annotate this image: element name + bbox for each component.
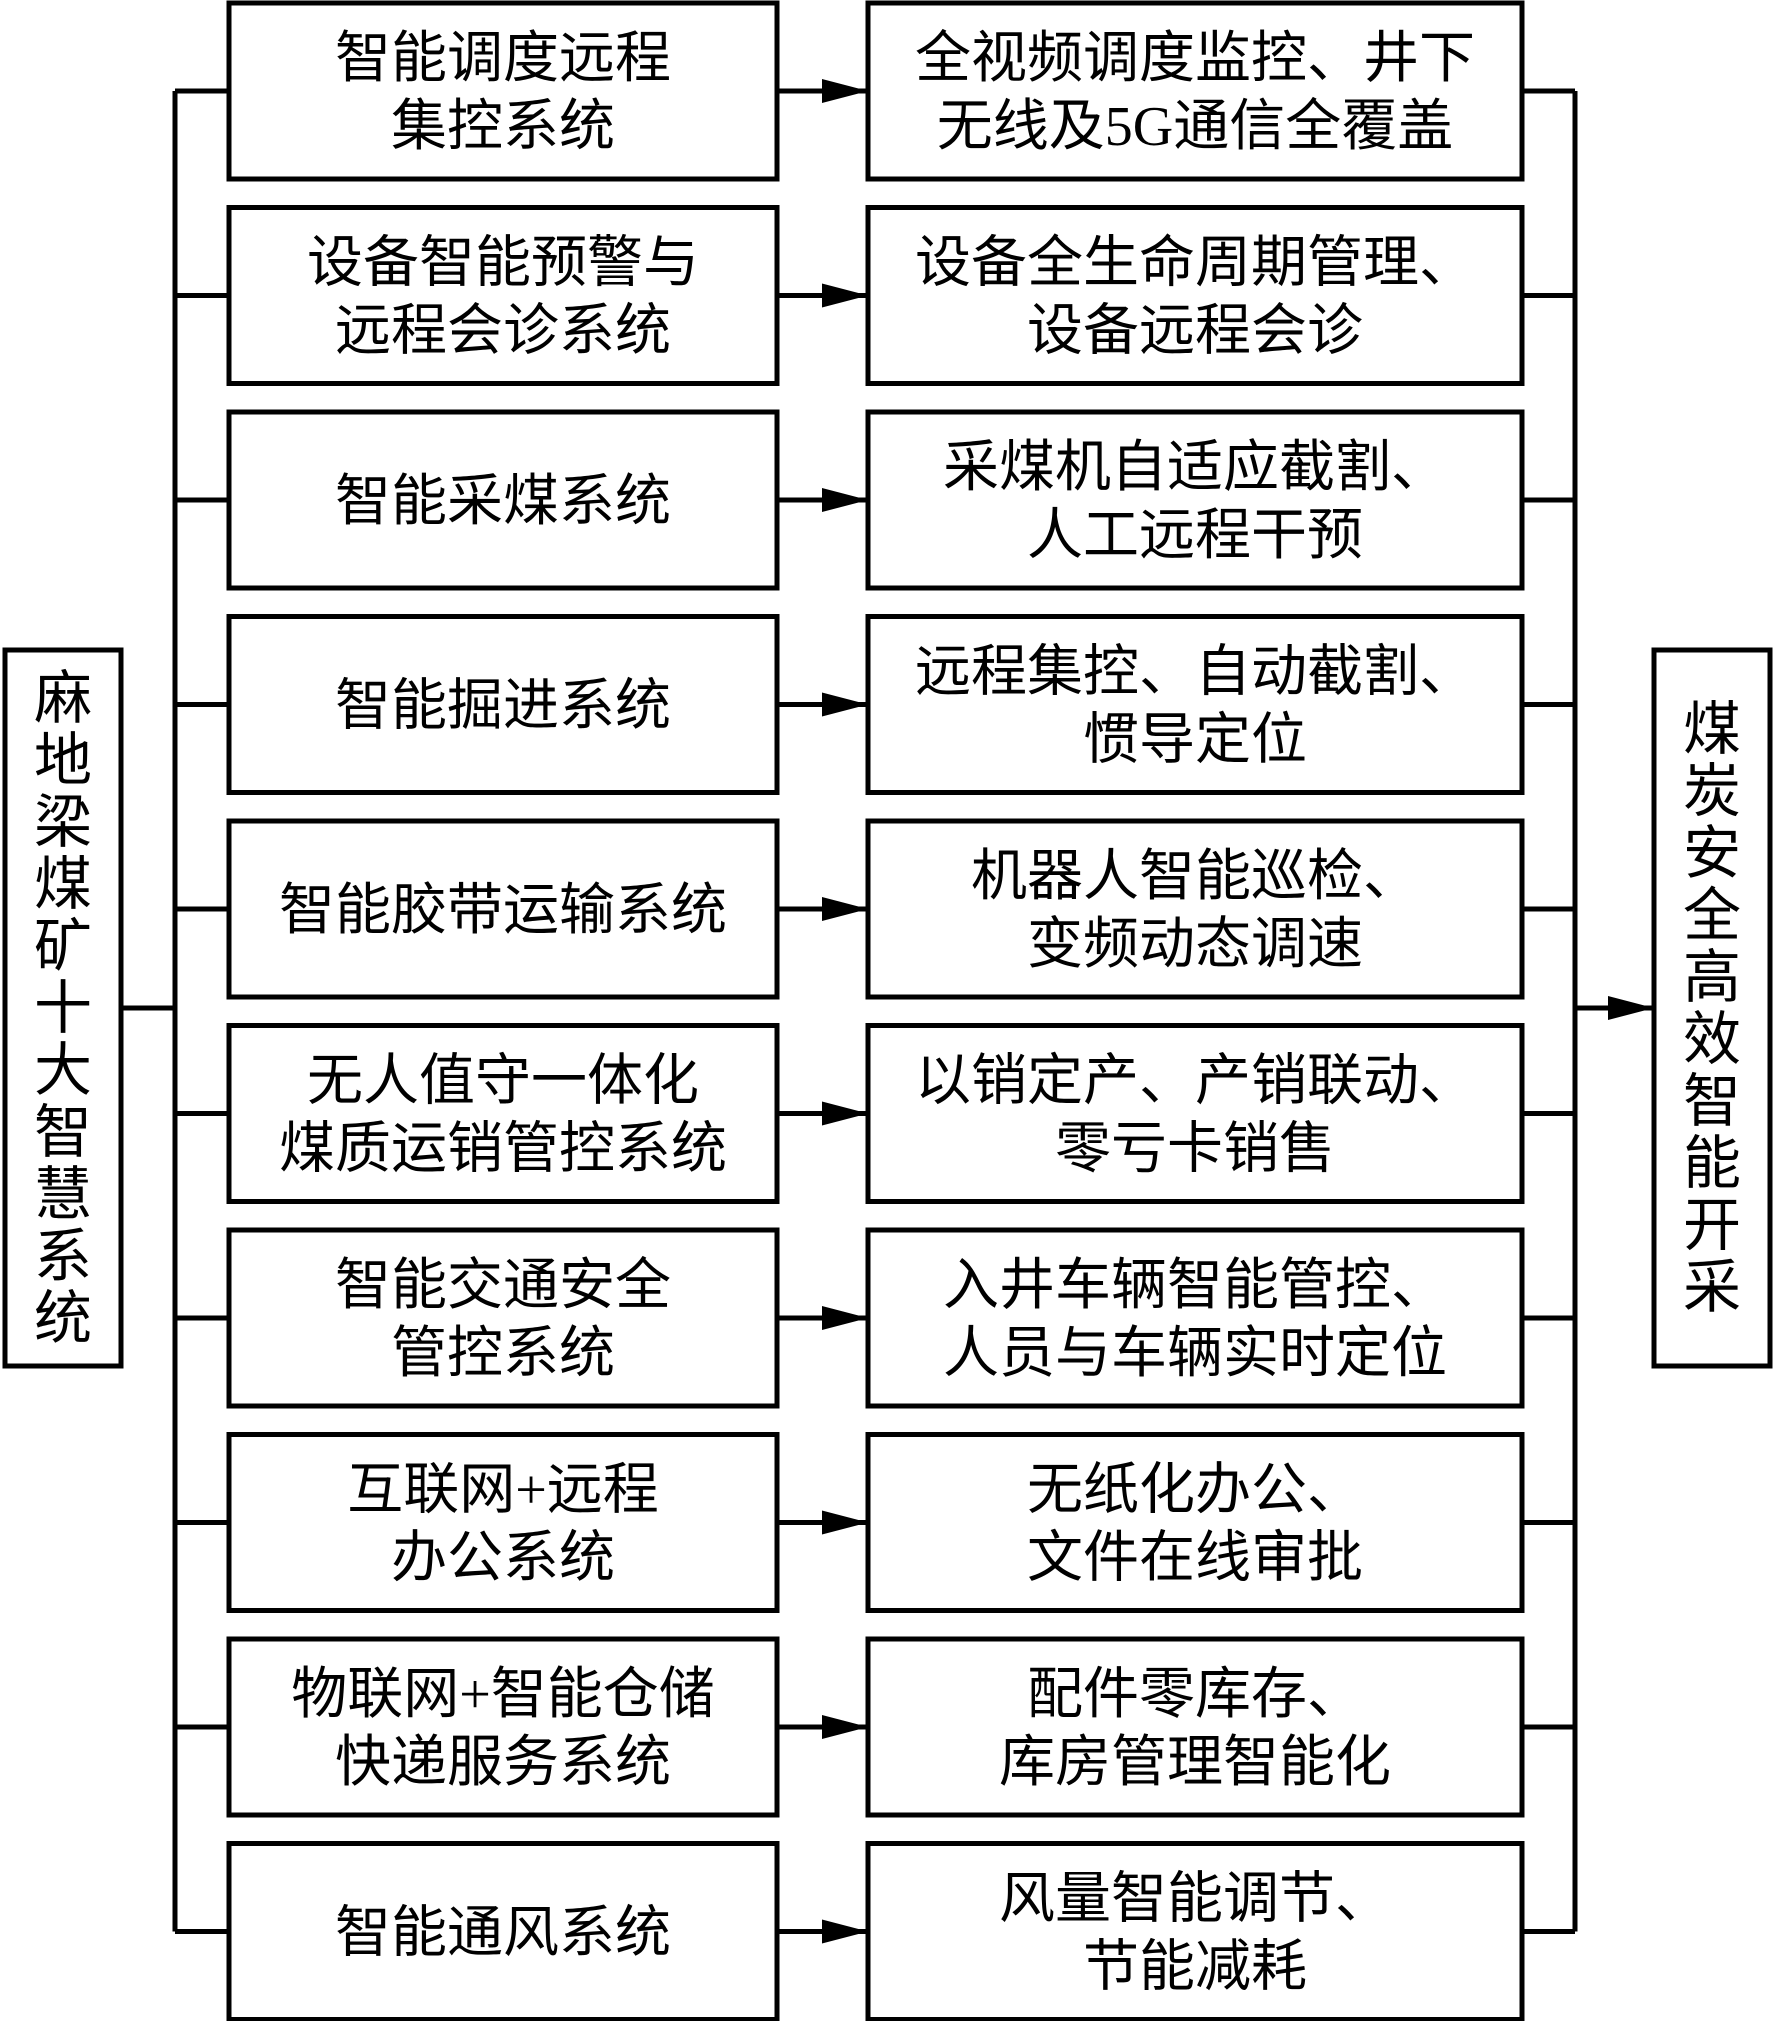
system-node-label: 智能掘进系统 [335,676,671,738]
system-node-label: 智能采煤系统 [335,471,671,533]
outcome-node: 采煤机自适应截割、人工远程干预 [865,409,1525,591]
outcome-node-label: 节能减耗 [1083,1937,1307,1999]
outcome-node-label: 库房管理智能化 [999,1732,1391,1794]
system-node-label: 集控系统 [391,96,615,158]
title-char: 全 [1683,883,1741,948]
outcome-node: 机器人智能巡检、变频动态调速 [865,818,1525,1000]
outcome-node-label: 以销定产、产销联动、 [915,1051,1475,1113]
outcome-node: 无纸化办公、文件在线审批 [865,1432,1525,1613]
system-row: 智能胶带运输系统 机器人智能巡检、变频动态调速 [226,818,1525,1000]
title-char: 煤 [34,852,92,917]
title-char: 高 [1683,945,1741,1010]
title-char: 慧 [34,1162,92,1227]
outcome-node-label: 人工远程干预 [1027,505,1363,567]
system-node-label: 煤质运销管控系统 [279,1119,727,1181]
title-char: 能 [1683,1131,1741,1196]
title-char: 采 [1683,1255,1741,1320]
outcome-node: 设备全生命周期管理、设备远程会诊 [865,205,1525,386]
system-node-label: 快递服务系统 [335,1732,671,1794]
outcome-node-label: 风量智能调节、 [999,1869,1391,1931]
outcome-node-label: 无线及5G通信全覆盖 [937,96,1453,158]
outcome-node-label: 文件在线审批 [1027,1528,1363,1590]
outcome-node-label: 惯导定位 [1083,710,1307,772]
title-char: 开 [1683,1193,1741,1258]
title-char: 智 [34,1100,92,1165]
system-row: 智能掘进系统 远程集控、自动截割、惯导定位 [226,614,1525,795]
outcome-node-label: 采煤机自适应截割、 [943,437,1447,499]
outcome-node: 远程集控、自动截割、惯导定位 [865,614,1525,795]
system-node-label: 智能交通安全 [335,1255,671,1317]
title-char: 麻 [34,666,92,731]
system-node-label: 智能胶带运输系统 [279,880,727,942]
system-node-label: 互联网+远程 [347,1460,659,1522]
outcome-node-label: 机器人智能巡检、 [971,846,1419,908]
system-node: 智能胶带运输系统 [226,818,780,1000]
system-node: 智能掘进系统 [226,614,780,795]
title-char: 智 [1683,1069,1741,1134]
outcome-node-label: 入井车辆智能管控、 [943,1255,1447,1317]
system-node-label: 智能调度远程 [335,28,671,90]
system-node-label: 无人值守一体化 [307,1051,699,1113]
system-node-label: 物联网+智能仓储 [291,1664,715,1726]
outcome-node-label: 无纸化办公、 [1027,1460,1363,1522]
system-row: 智能通风系统 风量智能调节、节能减耗 [226,1841,1525,2021]
outcome-node-label: 全视频调度监控、井下 [915,28,1475,90]
outcome-node: 配件零库存、库房管理智能化 [865,1636,1525,1818]
system-node-label: 智能通风系统 [335,1903,671,1965]
system-node-label: 办公系统 [391,1528,615,1590]
outcome-node-label: 零亏卡销售 [1055,1119,1335,1181]
title-char: 梁 [34,790,92,855]
title-char: 矿 [34,914,92,979]
title-char: 大 [34,1038,92,1103]
system-node: 智能通风系统 [226,1841,780,2021]
system-row: 智能采煤系统 采煤机自适应截割、人工远程干预 [226,409,1525,591]
title-char: 系 [34,1224,92,1289]
title-char: 地 [34,728,92,793]
outcome-node-label: 配件零库存、 [1027,1664,1363,1726]
outcome-node-label: 设备远程会诊 [1027,301,1363,363]
connector-lines [121,79,1654,1944]
system-node-label: 设备智能预警与 [307,233,699,295]
outcome-node-label: 远程集控、自动截割、 [915,642,1475,704]
outcome-node-label: 设备全生命周期管理、 [915,233,1475,295]
system-node-label: 管控系统 [391,1323,615,1385]
outcome-node: 以销定产、产销联动、零亏卡销售 [865,1023,1525,1204]
outcome-node: 入井车辆智能管控、人员与车辆实时定位 [865,1227,1525,1409]
title-char: 统 [34,1286,92,1351]
system-node: 智能采煤系统 [226,409,780,591]
outcome-node-label: 变频动态调速 [1027,914,1363,976]
title-char: 十 [34,976,92,1041]
system-node-label: 远程会诊系统 [335,301,671,363]
title-char: 效 [1683,1007,1741,1072]
system-rows: 智能调度远程集控系统全视频调度监控、井下无线及5G通信全覆盖设备智能预警与远程会… [226,0,1525,2021]
title-char: 炭 [1683,759,1741,824]
outcome-node: 风量智能调节、节能减耗 [865,1841,1525,2021]
title-char: 煤 [1683,697,1741,762]
title-char: 安 [1683,821,1741,886]
outcome-node-label: 人员与车辆实时定位 [943,1323,1447,1385]
